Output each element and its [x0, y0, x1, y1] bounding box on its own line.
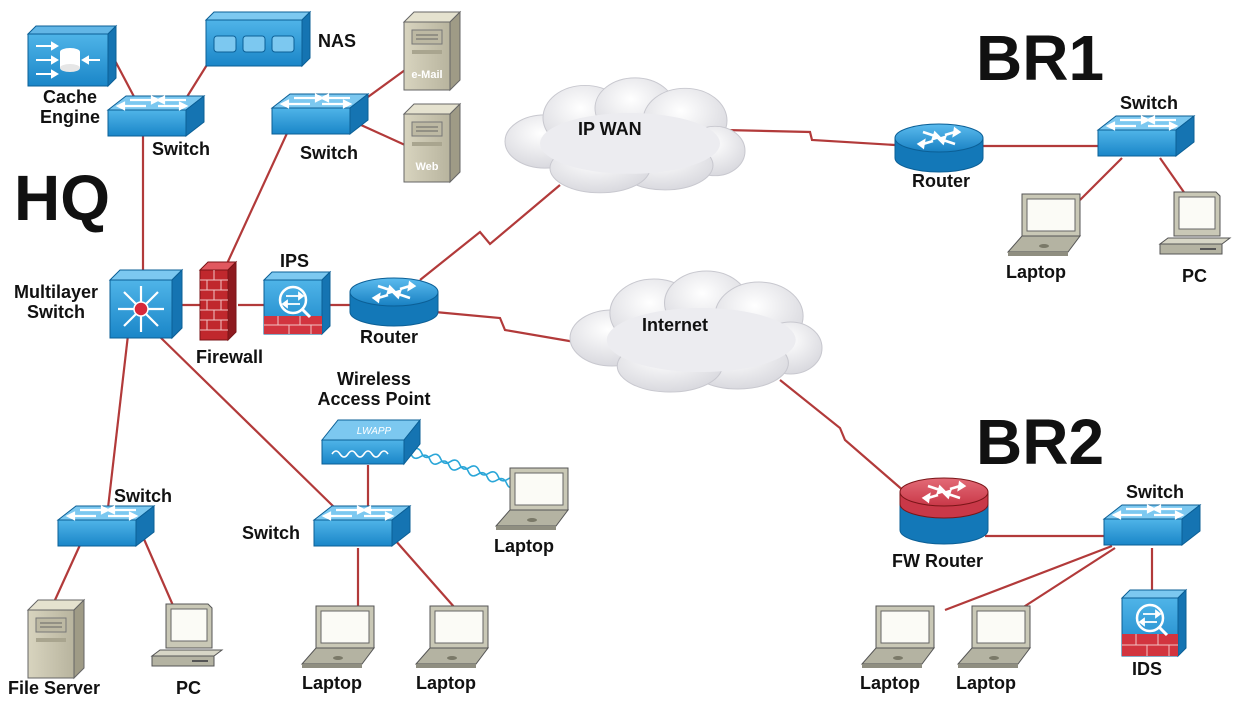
switch-icon: [312, 504, 412, 548]
cache-engine-label: Cache Engine: [39, 87, 101, 127]
laptop-icon: [301, 605, 375, 669]
laptop-label: Laptop: [302, 673, 362, 693]
pc-label: PC: [1182, 266, 1208, 286]
laptop-label: Laptop: [494, 536, 554, 556]
switch-icon: [1096, 114, 1196, 158]
file-server-label: File Server: [8, 678, 101, 698]
pc-icon: [1159, 191, 1231, 255]
web-server-label: Web: [415, 161, 438, 173]
laptop-icon: [861, 605, 935, 669]
switch-icon: [270, 92, 370, 136]
firewall-icon: [198, 260, 238, 342]
laptop-label: Laptop: [956, 673, 1016, 693]
fw-router-label: FW Router: [892, 551, 983, 571]
file-server-icon: [27, 599, 85, 679]
site-label-br2: BR2: [976, 406, 1105, 478]
wap-badge: LWAPP: [357, 426, 392, 437]
internet-label: Internet: [642, 315, 709, 335]
ips-label: IPS: [280, 251, 310, 271]
cache-engine-icon: [26, 24, 118, 88]
ids-label: IDS: [1132, 659, 1163, 679]
email-server-label: e-Mail: [411, 69, 442, 81]
wireless-signal: [410, 447, 515, 488]
router-label: Router: [912, 171, 970, 191]
switch-label: Switch: [300, 143, 359, 163]
nas-label: NAS: [318, 31, 357, 51]
pc-label: PC: [176, 678, 202, 698]
laptop-icon: [415, 605, 489, 669]
site-label-br1: BR1: [976, 22, 1105, 94]
multilayer-switch-label: Multilayer Switch: [13, 282, 99, 322]
laptop-label: Laptop: [1006, 262, 1066, 282]
ip-wan-label: IP WAN: [578, 119, 642, 139]
pc-icon: [151, 603, 223, 667]
multilayer-switch-icon: [108, 268, 184, 340]
laptop-label: Laptop: [860, 673, 920, 693]
fw-router-icon: [899, 477, 989, 545]
switch-label: Switch: [152, 139, 211, 159]
switch-label: Switch: [114, 486, 173, 506]
wireless-access-point-label: Wireless Access Point: [317, 369, 431, 409]
ips-icon: [262, 270, 332, 336]
router-icon: [893, 122, 985, 174]
switch-icon: [1102, 503, 1202, 547]
switch-label: Switch: [1126, 482, 1185, 502]
ids-icon: [1120, 588, 1188, 658]
switch-label: Switch: [1120, 93, 1179, 113]
laptop-icon: [1007, 193, 1081, 257]
switch-icon: [56, 504, 156, 548]
laptop-label: Laptop: [416, 673, 476, 693]
switch-icon: [106, 94, 206, 138]
wireless-access-point-icon: LWAPP: [320, 418, 422, 466]
firewall-label: Firewall: [196, 347, 264, 367]
router-label: Router: [360, 327, 418, 347]
switch-label: Switch: [242, 523, 301, 543]
nas-icon: [204, 10, 312, 68]
router-icon: [348, 276, 440, 328]
laptop-icon: [957, 605, 1031, 669]
site-label-hq: HQ: [14, 162, 110, 234]
laptop-icon: [495, 467, 569, 531]
